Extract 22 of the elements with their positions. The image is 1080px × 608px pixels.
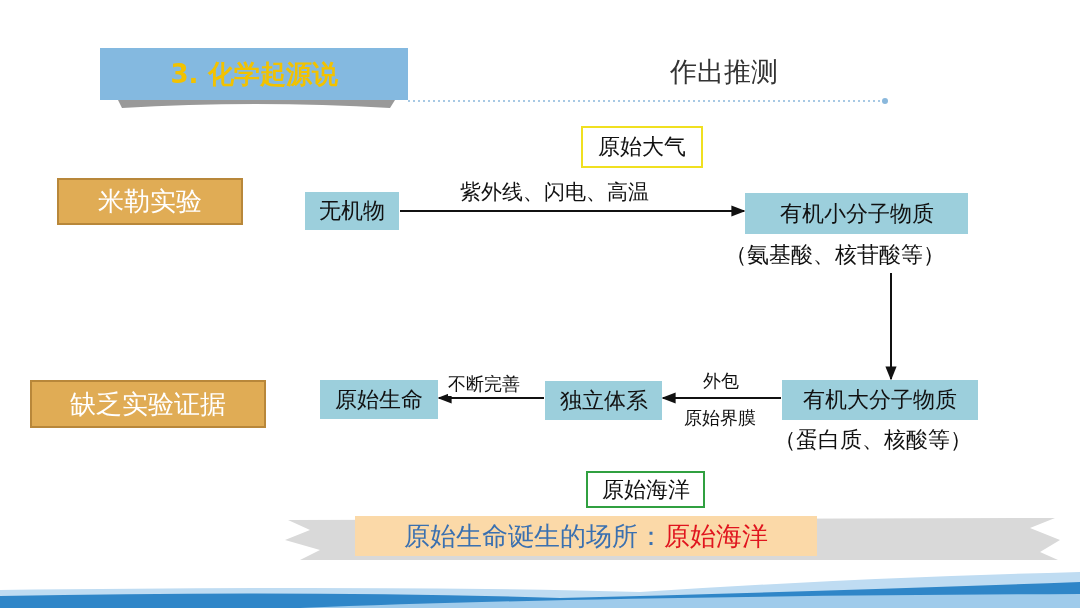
process-box: 独立体系: [545, 381, 662, 420]
conclusion-text: 原始生命诞生的场所：: [404, 519, 664, 553]
process-box: 无机物: [305, 192, 399, 230]
edge-label: 外包: [703, 369, 739, 393]
subtitle: 作出推测: [670, 55, 778, 89]
edge-label: 不断完善: [448, 372, 520, 396]
note-text: （氨基酸、核苷酸等）: [725, 241, 945, 269]
process-box: 原始生命: [320, 380, 438, 419]
process-box: 有机小分子物质: [745, 193, 968, 234]
highlight-text: 原始海洋: [664, 519, 768, 553]
note-text: （蛋白质、核酸等）: [774, 426, 972, 454]
arrow: [437, 392, 545, 404]
arrow: [399, 205, 746, 217]
arrow: [661, 392, 782, 404]
label-box: 缺乏实验证据: [30, 380, 266, 428]
process-box: 有机大分子物质: [782, 380, 978, 420]
condition-box: 原始海洋: [586, 471, 705, 508]
annotation-text: 原始界膜: [684, 406, 756, 430]
label-box: 米勒实验: [57, 178, 243, 225]
title: 3. 化学起源说: [170, 57, 338, 91]
arrow: [885, 272, 897, 381]
condition-box: 原始大气: [581, 126, 703, 168]
